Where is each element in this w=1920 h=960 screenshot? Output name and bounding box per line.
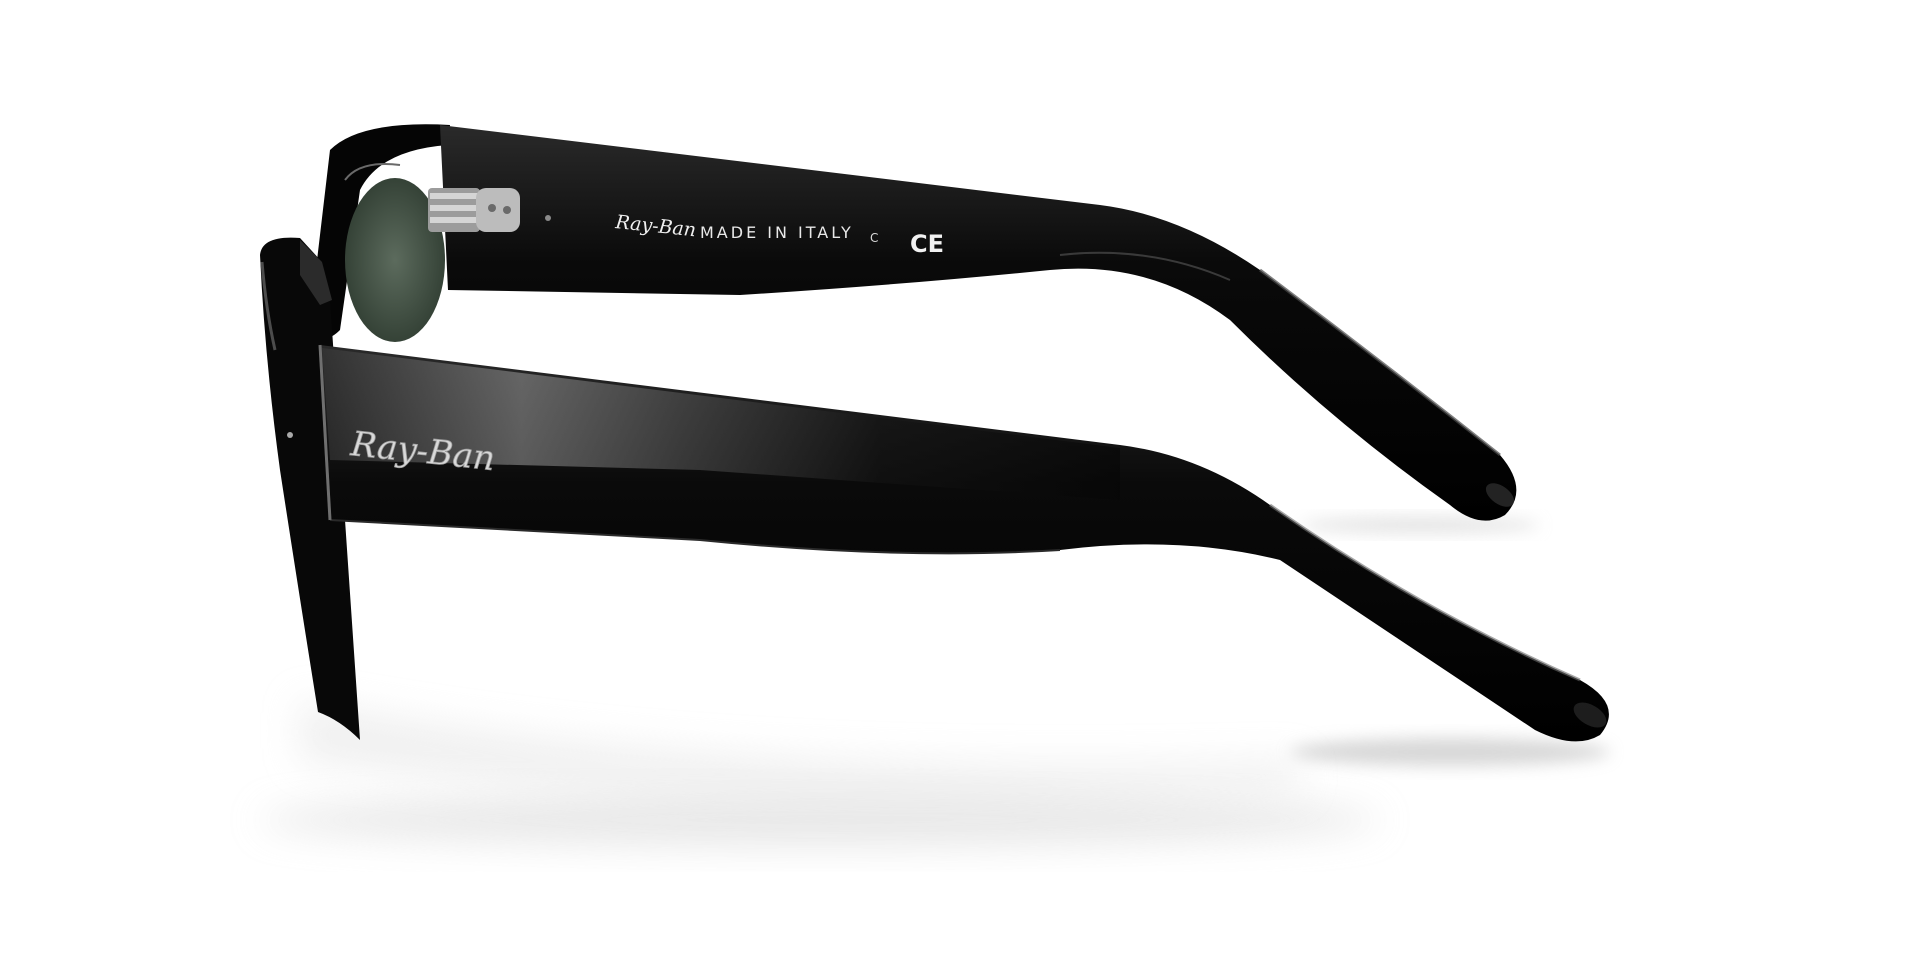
lens xyxy=(345,178,445,342)
back-lens-rim xyxy=(310,124,450,342)
hinge xyxy=(428,188,520,232)
front-frame xyxy=(260,237,360,740)
back-temple: Ray-Ban MADE IN ITALY C CE xyxy=(428,125,1517,521)
model-code-text: C xyxy=(870,231,878,245)
front-temple: Ray-Ban xyxy=(318,344,1609,742)
ground-shadow xyxy=(260,517,1610,846)
made-in-italy-text: MADE IN ITALY xyxy=(700,223,854,242)
ce-mark: CE xyxy=(910,230,944,258)
temple-tip-highlights xyxy=(1485,483,1607,728)
